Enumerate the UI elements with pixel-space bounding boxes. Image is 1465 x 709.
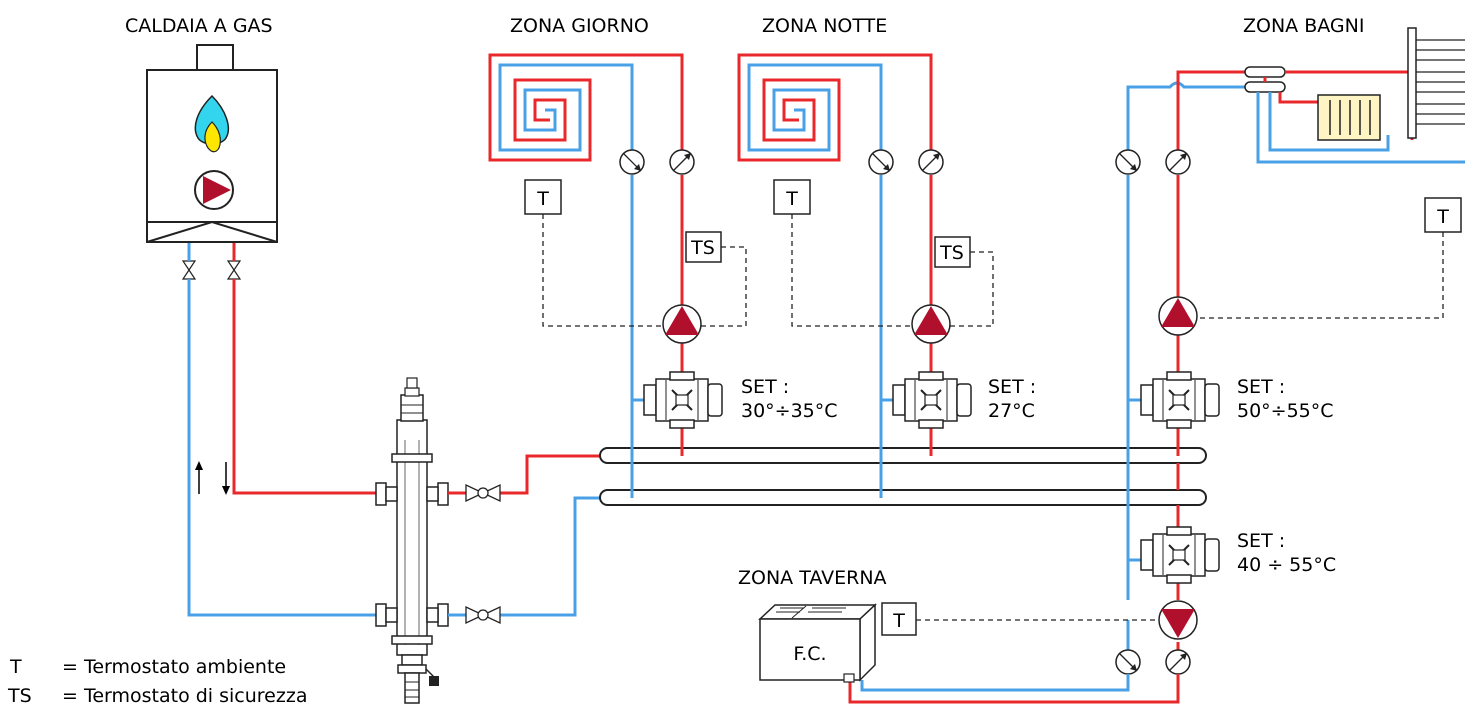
zona-bagni-supply-thermometer <box>1165 149 1191 175</box>
zona-notte-set-label: SET : <box>988 376 1036 398</box>
legend-text-t: = Termostato ambiente <box>62 656 286 678</box>
zona-taverna-pump-icon <box>1158 600 1198 640</box>
gas-boiler <box>146 44 278 280</box>
svg-text:T: T <box>892 610 905 632</box>
zona-taverna-set-value: 40 ÷ 55°C <box>1237 554 1336 576</box>
supply-collector <box>599 447 1207 464</box>
zona-giorno-floor-coil <box>488 53 684 162</box>
boiler-pump-icon <box>194 170 234 210</box>
zona-bagni-manifold <box>1244 66 1286 93</box>
drain-valve-icon <box>397 654 439 704</box>
svg-text:TS: TS <box>690 237 715 259</box>
zona-notte-thermostat: T <box>773 179 811 215</box>
zona-giorno-mixing-valve <box>643 371 723 429</box>
zona-taverna-thermostat: T <box>881 602 917 636</box>
zona-notte-floor-coil <box>737 53 933 162</box>
zona-bagni-title: ZONA BAGNI <box>1243 15 1364 37</box>
radiator-icon <box>1317 94 1381 141</box>
zona-bagni-control-wire <box>1197 232 1444 319</box>
zona-notte-set-value: 27°C <box>988 400 1035 422</box>
boiler-return-pipe <box>187 243 388 617</box>
zona-giorno-supply-thermometer <box>669 149 695 175</box>
zona-giorno-title: ZONA GIORNO <box>510 15 649 37</box>
zona-bagni-thermostat: T <box>1424 197 1462 233</box>
fancoil-unit: F.C. <box>758 603 877 683</box>
zona-bagni-supply-pipe <box>1176 70 1245 456</box>
svg-text:TS: TS <box>939 242 964 264</box>
zona-giorno-return-thermometer <box>619 149 645 175</box>
zona-giorno-set-value: 30°÷35°C <box>741 400 838 422</box>
zona-giorno-thermostat: T <box>524 179 562 215</box>
zona-taverna-set-label: SET : <box>1237 530 1285 552</box>
legend-symbol-ts: TS <box>7 685 32 707</box>
legend-text-ts: = Termostato di sicurezza <box>62 685 307 707</box>
zona-giorno-set-label: SET : <box>741 376 789 398</box>
flow-arrows <box>195 461 230 495</box>
fancoil-label: F.C. <box>793 643 826 665</box>
hydraulic-separator <box>375 377 449 704</box>
towel-radiator-icon <box>1407 27 1465 139</box>
zona-taverna-title: ZONA TAVERNA <box>738 567 887 589</box>
separator-return-pipe <box>448 496 603 617</box>
fancoil-supply-pipe <box>848 674 1180 704</box>
zona-bagni-return-thermometer <box>1115 149 1141 175</box>
legend-symbol-t: T <box>9 656 22 678</box>
svg-text:T: T <box>785 188 798 210</box>
boiler-title: CALDAIA A GAS <box>125 15 273 37</box>
zona-notte-return-thermometer <box>868 149 894 175</box>
zona-notte-pump-icon <box>911 304 951 344</box>
zona-bagni-pump-icon <box>1158 296 1198 336</box>
zona-bagni-set-value: 50°÷55°C <box>1237 400 1334 422</box>
fancoil-return-pipe <box>860 674 1130 692</box>
zona-notte-title: ZONA NOTTE <box>762 15 887 37</box>
svg-text:T: T <box>536 188 549 210</box>
air-vent-icon <box>400 377 424 422</box>
return-collector <box>599 489 1207 506</box>
zona-notte-safety-thermostat: TS <box>934 236 971 268</box>
zona-taverna-supply-thermometer <box>1165 649 1191 675</box>
zona-notte-mixing-valve <box>892 371 972 429</box>
zona-bagni-set-label: SET : <box>1237 376 1285 398</box>
zona-notte-supply-thermometer <box>918 149 944 175</box>
separator-supply-pipe <box>448 454 603 495</box>
return-ball-valve <box>465 605 501 625</box>
svg-text:T: T <box>1436 206 1449 228</box>
zona-giorno-safety-thermostat: TS <box>685 231 722 263</box>
zona-notte-control-wire <box>791 214 994 327</box>
zona-taverna-mixing-valve <box>1140 526 1220 584</box>
zona-bagni-manifold-return <box>1256 92 1465 164</box>
supply-ball-valve <box>465 483 501 503</box>
zona-giorno-pump-icon <box>662 304 702 344</box>
zona-bagni-mixing-valve <box>1140 371 1220 429</box>
boiler-supply-valve <box>226 260 242 280</box>
legend: T = Termostato ambiente TS = Termostato … <box>7 656 307 707</box>
boiler-return-valve <box>181 260 197 280</box>
zona-taverna-return-thermometer <box>1115 649 1141 675</box>
boiler-supply-pipe <box>232 243 376 495</box>
flame-icon <box>194 94 230 153</box>
zona-giorno-control-wire <box>542 214 747 327</box>
zona-bagni-return-pipe <box>1126 81 1245 650</box>
